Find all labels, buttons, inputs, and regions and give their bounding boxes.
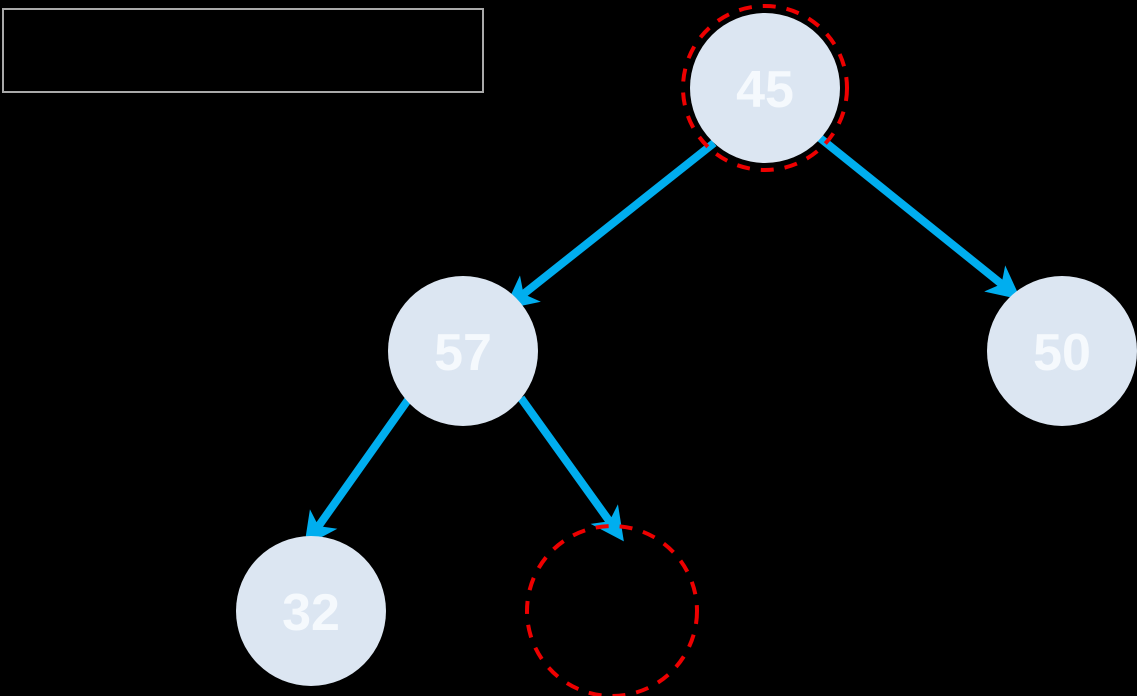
tree-edge-n57-to-n32 — [304, 394, 414, 547]
edge-layer — [304, 134, 1021, 547]
tree-node-50[interactable]: 50 — [987, 276, 1137, 426]
tree-node-45[interactable]: 45 — [681, 4, 849, 172]
tree-edge-n57-to-nempty — [517, 395, 624, 542]
node-highlight-ring — [681, 4, 849, 172]
node-layer: 45 57 50 32 — [236, 4, 1137, 696]
node-circle — [690, 13, 840, 163]
tree-node-32[interactable]: 32 — [236, 536, 386, 686]
node-label: 32 — [282, 584, 340, 642]
node-label: 57 — [434, 324, 492, 382]
tree-edge-n45-to-n57 — [504, 139, 717, 310]
node-label: 50 — [1033, 324, 1091, 382]
node-circle — [987, 276, 1137, 426]
tree-edge-n45-to-n50 — [817, 134, 1021, 300]
node-label: 45 — [736, 61, 794, 119]
info-panel — [2, 8, 484, 93]
node-highlight-ring — [525, 524, 699, 696]
node-circle — [236, 536, 386, 686]
tree-node-57[interactable]: 57 — [388, 276, 538, 426]
node-circle — [388, 276, 538, 426]
tree-node-empty[interactable] — [525, 524, 699, 696]
